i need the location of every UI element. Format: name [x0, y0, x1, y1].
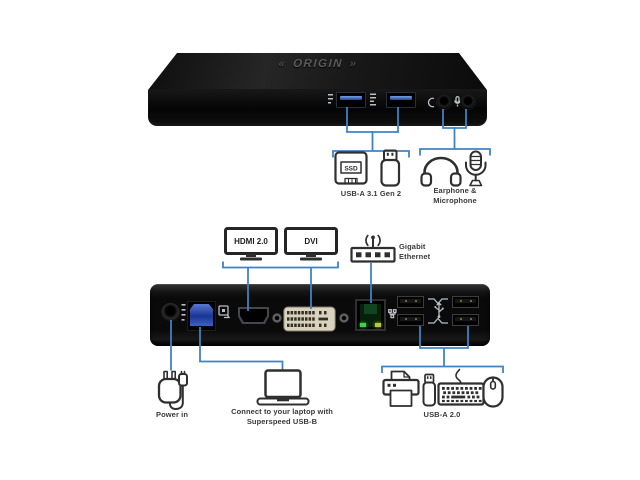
ethernet-port-tab [364, 304, 377, 314]
laptop-icon [256, 369, 310, 406]
hdmi-port-opening [240, 309, 267, 322]
usb-a-gen2-label: USB-A 3.1 Gen 2 [340, 189, 402, 198]
dvi-pins [287, 311, 328, 327]
hdmi-port [238, 307, 269, 324]
superspeed-marking-icon [181, 304, 186, 321]
power-in-jack [161, 303, 180, 322]
front-usb-a-port-1 [336, 92, 366, 108]
dvi-screw-right [339, 313, 349, 323]
ethernet-port [355, 299, 386, 331]
monitor-hdmi-icon: HDMI 2.0 [224, 227, 278, 261]
laptop-label-line1: Connect to your laptop with [231, 407, 333, 416]
usb-flash-drive-icon [380, 149, 401, 187]
earphone-label-line1: Earphone & [433, 186, 477, 195]
ethernet-led-amber [375, 323, 381, 327]
origin-logo: ORIGIN [274, 58, 363, 70]
dvi-monitor-label: DVI [304, 237, 317, 246]
keyboard-keys [442, 387, 482, 403]
earphone-microphone-label: Earphone & Microphone [413, 186, 497, 206]
microphone-jack [461, 95, 475, 109]
usb-b-port [187, 301, 216, 331]
ethernet-led-green [360, 323, 366, 327]
headphone-jack-marking-icon [427, 97, 435, 108]
rear-usb-a-port-4 [452, 314, 479, 326]
ethernet-label-line1: Gigabit [399, 242, 426, 251]
microphone-jack-marking-icon [453, 96, 461, 107]
usb-port-tongue [340, 95, 362, 100]
usb-port-tongue [390, 95, 412, 100]
hdmi-monitor-label: HDMI 2.0 [234, 237, 268, 246]
rear-usb-a-port-2 [452, 296, 479, 308]
usb-port-marking-icon [328, 94, 333, 104]
usb-b-connector [190, 304, 213, 326]
mouse-icon [482, 376, 504, 408]
microphone-icon [465, 150, 487, 187]
usb-trident-marking-icon [434, 302, 444, 318]
laptop-label: Connect to your laptop with Superspeed U… [200, 407, 364, 427]
usb-flash-drive-small-icon [422, 373, 436, 407]
ssd-icon: SSD [334, 151, 368, 185]
network-marking-icon [388, 309, 397, 319]
usb-b-plug-marking-icon [218, 305, 230, 319]
power-adapter-icon [157, 370, 188, 410]
monitor-dvi-icon: DVI [284, 227, 338, 261]
ethernet-router-icon [350, 234, 396, 263]
dvi-port [283, 306, 336, 332]
dock-front-face [148, 89, 487, 126]
headphones-icon [420, 156, 462, 187]
power-in-label: Power in [155, 410, 189, 419]
rear-usb-a-port-3 [397, 314, 424, 326]
front-usb-a-port-2 [386, 92, 416, 108]
earphone-label-line2: Microphone [433, 195, 477, 205]
headphone-jack [437, 95, 451, 109]
usb-branch-marking-icon-bottom [428, 317, 448, 324]
laptop-label-line2: Superspeed USB-B [246, 416, 318, 426]
rear-usb-a-port-1 [397, 296, 424, 308]
usb-a2-label: USB-A 2.0 [423, 410, 461, 419]
printer-icon [382, 370, 420, 407]
dock-front-view: ORIGIN [148, 53, 487, 126]
ethernet-label-line2: Ethernet [399, 251, 431, 261]
usb-port-marking-icon [370, 93, 376, 106]
keyboard-icon [437, 368, 485, 406]
gigabit-ethernet-label: Gigabit Ethernet [399, 242, 449, 262]
dock-rear-view [150, 284, 490, 346]
origin-logo-text: ORIGIN [292, 58, 344, 70]
ssd-badge-text: SSD [344, 166, 358, 173]
dvi-screw-left [272, 313, 282, 323]
